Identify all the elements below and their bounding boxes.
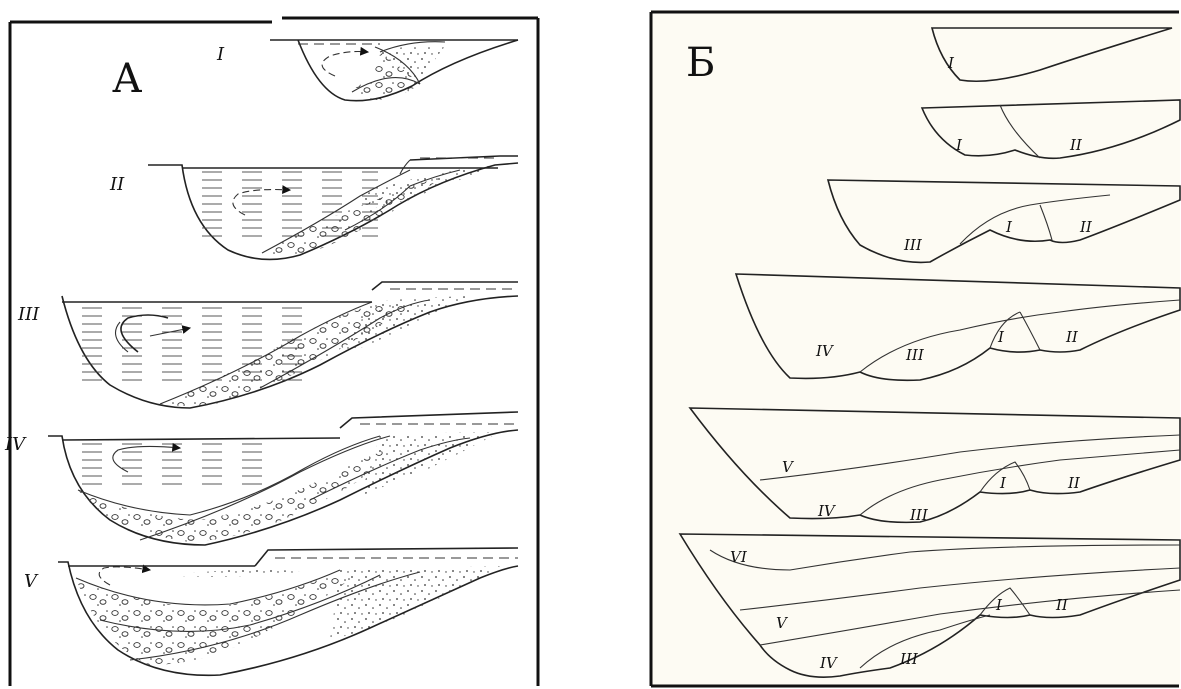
panel-a-letter: А bbox=[112, 56, 142, 102]
stage-label: IV bbox=[817, 502, 837, 520]
stage-label: I bbox=[1005, 218, 1013, 236]
stage-label: IV bbox=[4, 434, 27, 455]
stage-label: II bbox=[1065, 328, 1079, 346]
stage-label: I bbox=[955, 136, 963, 154]
stage-label: I bbox=[997, 328, 1005, 346]
stage-label: II bbox=[1055, 596, 1069, 614]
stage-label: V bbox=[24, 571, 39, 592]
stage-label: III bbox=[899, 650, 919, 668]
stage-label: II bbox=[1079, 218, 1093, 236]
panel-b-letter: Б bbox=[686, 40, 715, 86]
stage-label: II bbox=[109, 174, 125, 195]
stage-label: III bbox=[903, 236, 923, 254]
stage-label: I bbox=[216, 44, 225, 65]
stage-label: II bbox=[1067, 474, 1081, 492]
stage-label: I bbox=[947, 54, 955, 72]
stage-label: VI bbox=[730, 548, 748, 566]
stage-label: III bbox=[905, 346, 925, 364]
stage-label: IV bbox=[819, 654, 839, 672]
stage-label: III bbox=[17, 304, 40, 325]
stage-label: IV bbox=[815, 342, 835, 360]
stage-label: I bbox=[995, 596, 1003, 614]
stage-label: III bbox=[909, 506, 929, 524]
stage-label: II bbox=[1069, 136, 1083, 154]
stage-label: I bbox=[999, 474, 1007, 492]
